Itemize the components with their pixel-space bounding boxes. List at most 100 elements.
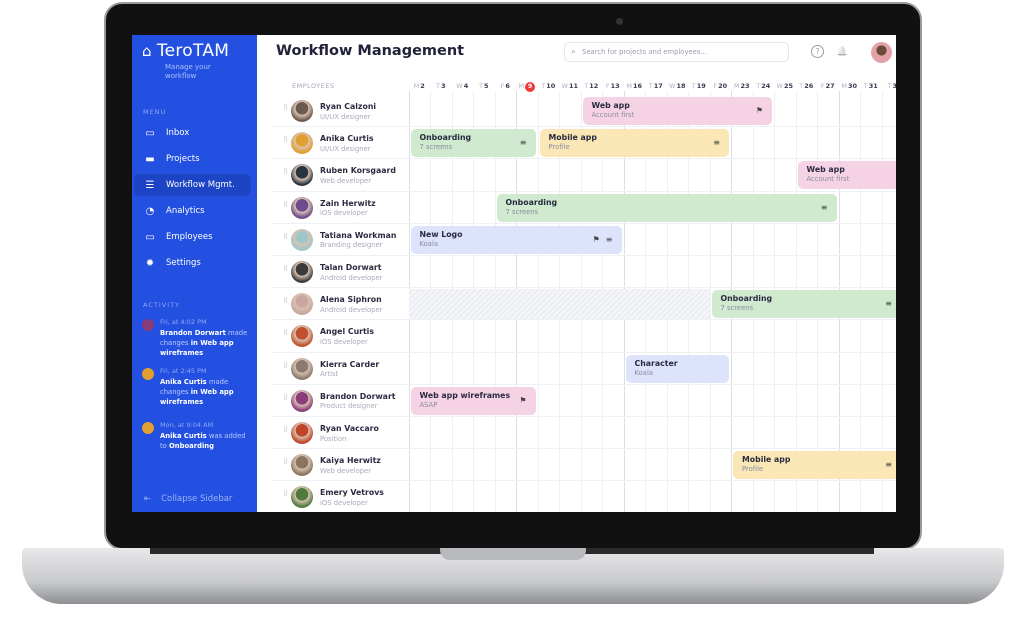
sidebar-item-settings[interactable]: ✹Settings [134, 252, 251, 274]
task-icons: ⚑ [756, 106, 763, 115]
day-header[interactable]: F13 [602, 82, 624, 90]
day-number: 17 [653, 82, 663, 90]
day-header[interactable]: T19 [688, 82, 710, 90]
sidebar-item-employees[interactable]: ▭Employees [134, 226, 251, 248]
day-header[interactable]: W4 [452, 82, 474, 90]
day-header[interactable]: T3 [882, 82, 896, 90]
drag-handle-icon[interactable]: ⠿ [283, 265, 288, 273]
drag-handle-icon[interactable]: ⠿ [283, 104, 288, 112]
notes-icon[interactable]: ≡ [713, 138, 720, 148]
drag-handle-icon[interactable]: ⠿ [283, 393, 288, 402]
notes-icon[interactable]: ≡ [885, 299, 892, 309]
help-icon[interactable]: ? [811, 45, 824, 58]
day-weekday: F [713, 82, 718, 90]
sidebar-item-projects[interactable]: ▬Projects [134, 148, 251, 170]
notes-icon[interactable]: ≡ [885, 460, 892, 470]
day-number: 3 [440, 82, 446, 90]
sidebar-item-workflow-mgmt[interactable]: ☰Workflow Mgmt. [134, 174, 251, 196]
notes-icon[interactable]: ≡ [605, 234, 613, 244]
day-header[interactable]: T10 [538, 82, 560, 90]
drag-handle-icon[interactable]: ⠿ [283, 426, 288, 434]
day-header[interactable]: M16 [624, 82, 646, 90]
drag-handle-icon[interactable]: ⠿ [283, 232, 288, 241]
task-subtitle: 7 screens [419, 143, 453, 152]
day-header[interactable]: M2 [409, 82, 431, 90]
day-number: 3 [892, 82, 896, 90]
drag-handle-icon[interactable]: ⠿ [283, 168, 288, 177]
day-header[interactable]: T17 [645, 82, 667, 90]
notes-icon[interactable]: ≡ [519, 138, 527, 148]
day-header[interactable]: T3 [430, 82, 452, 90]
day-header[interactable]: F27 [817, 82, 839, 90]
sidebar-item-analytics[interactable]: ◔Analytics [134, 200, 251, 222]
task-subtitle: Account first [591, 111, 635, 119]
employee-name: Ryan Calzoni [320, 102, 377, 111]
bell-icon[interactable]: 🔔 [836, 46, 849, 57]
day-header[interactable]: W11 [559, 82, 581, 90]
collapse-sidebar-button[interactable]: ⇤Collapse Sidebar [144, 494, 232, 504]
user-avatar[interactable] [871, 42, 892, 63]
day-header[interactable]: M23 [731, 82, 753, 90]
day-header[interactable]: W25 [774, 82, 796, 90]
logo[interactable]: ⌂TeroTAM [142, 41, 229, 61]
drag-handle-icon[interactable]: ⠿ [283, 329, 288, 338]
drag-handle-icon[interactable]: ⠿ [283, 361, 288, 370]
flag-icon[interactable]: ⚑ [755, 106, 763, 115]
drag-handle-icon[interactable]: ⠿ [283, 297, 288, 306]
task-icons: ⚑ [519, 396, 526, 405]
search-input[interactable]: ⌕Search for projects and employees... [564, 42, 789, 62]
day-header[interactable]: T26 [796, 82, 818, 90]
employee-role: iOS developer [320, 209, 368, 218]
task-title: Character [634, 358, 678, 368]
drag-handle-icon[interactable]: ⠿ [283, 136, 288, 145]
day-header[interactable]: F20 [710, 82, 732, 90]
day-header[interactable]: W18 [667, 82, 689, 90]
task-subtitle: Account first [806, 175, 850, 184]
drag-handle-icon[interactable]: ⠿ [283, 200, 288, 209]
task-icons: ≡ [520, 138, 527, 147]
activity-time: Fri, at 2:45 PM [160, 367, 207, 375]
day-header[interactable]: F6 [495, 82, 517, 90]
day-header[interactable]: T5 [473, 82, 495, 90]
flag-icon[interactable]: ⚑ [592, 234, 600, 244]
camera [616, 18, 623, 25]
activity-text: Anika Curtis was added to Onboarding [160, 431, 254, 451]
day-weekday: F [500, 82, 505, 90]
day-header[interactable]: T12 [581, 82, 603, 90]
drag-handle-icon[interactable]: ⠿ [283, 458, 288, 467]
avatar [291, 389, 313, 412]
sidebar-item-inbox[interactable]: ▭Inbox [134, 122, 251, 144]
drag-handle-icon[interactable]: ⠿ [283, 490, 288, 499]
day-header[interactable]: T31 [860, 82, 882, 90]
day-header[interactable]: M30 [839, 82, 861, 90]
activity-user: Anika Curtis [160, 432, 207, 440]
employee-name: Tatiana Workman [320, 230, 397, 240]
notes-icon[interactable]: ≡ [820, 202, 828, 212]
page-title: Workflow Management [276, 43, 465, 59]
task-title: Onboarding [720, 294, 773, 304]
day-header[interactable]: T24 [753, 82, 775, 90]
flag-icon[interactable]: ⚑ [519, 395, 527, 405]
analytics-icon: ◔ [145, 205, 155, 217]
day-number: 6 [505, 82, 510, 90]
activity-user: Anika Curtis [160, 378, 207, 386]
task-subtitle: Koala [634, 368, 654, 377]
